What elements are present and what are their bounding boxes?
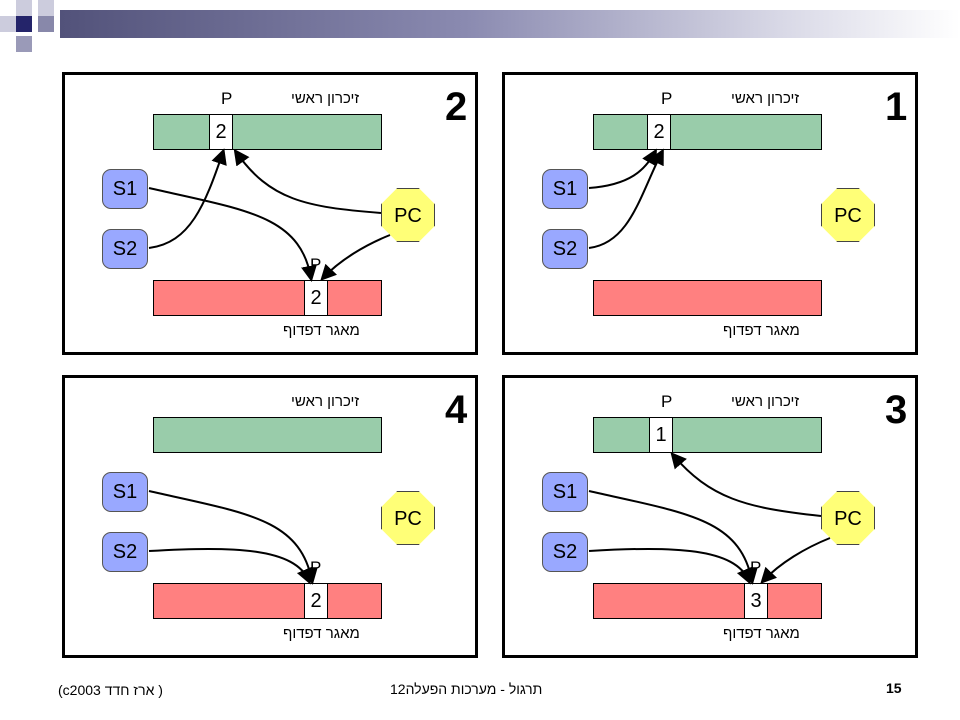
main-memory-bar: 1 bbox=[593, 417, 822, 453]
main-memory-bar: 2 bbox=[593, 114, 822, 150]
pointer-arrows bbox=[148, 490, 318, 585]
arrow-pc-to-swap bbox=[320, 234, 391, 281]
page-pointer-label: P bbox=[661, 89, 673, 108]
pointer-arrows bbox=[588, 451, 831, 585]
arrow-s2-to-swap bbox=[148, 547, 312, 585]
pc-register: PC bbox=[821, 491, 875, 545]
slide-footer-title: 12תרגול - מערכות הפעלה bbox=[390, 681, 543, 697]
main-memory-label: זיכרון ראשי bbox=[731, 90, 800, 107]
arrow-pc-to-memory bbox=[233, 148, 382, 214]
memory-page-slot: 1 bbox=[649, 417, 673, 453]
main-memory-label: זיכרון ראשי bbox=[291, 90, 360, 107]
swap-pool-label: מאגר דפדוף bbox=[723, 625, 800, 642]
panel-4: 4 זיכרון ראשי S1 S2 PC P 2 מאגר דפדוף bbox=[62, 375, 478, 658]
s1-register: S1 bbox=[102, 169, 148, 209]
pc-register: PC bbox=[381, 188, 435, 242]
swap-pointer-label: P bbox=[310, 558, 322, 577]
s2-register: S2 bbox=[542, 229, 588, 269]
main-memory-label: זיכרון ראשי bbox=[291, 393, 360, 410]
swap-pointer-label: P bbox=[750, 558, 762, 577]
s2-register: S2 bbox=[102, 229, 148, 269]
main-memory-bar: 2 bbox=[153, 114, 382, 150]
panel-number: 3 bbox=[885, 388, 908, 432]
arrow-s2-to-memory bbox=[148, 148, 227, 249]
arrow-s1-to-swap bbox=[588, 490, 758, 585]
s1-register: S1 bbox=[542, 472, 588, 512]
s2-register: S2 bbox=[542, 532, 588, 572]
arrow-s1-to-swap bbox=[148, 187, 317, 282]
swap-page-slot: 3 bbox=[744, 583, 768, 619]
arrow-s1-to-swap bbox=[148, 490, 318, 585]
swap-pool-label: מאגר דפדוף bbox=[283, 625, 360, 642]
arrow-s1-to-memory bbox=[588, 148, 657, 189]
page-pointer-label: P bbox=[221, 89, 233, 108]
main-memory-label: זיכרון ראשי bbox=[731, 393, 800, 410]
corner-decoration bbox=[0, 0, 60, 60]
panel-2: 2 זיכרון ראשי P 2 S1 S2 PC P 2 מאגר דפדו… bbox=[62, 72, 478, 355]
memory-page-slot: 2 bbox=[209, 114, 233, 150]
panel-number: 2 bbox=[445, 85, 468, 129]
swap-pool-bar: 3 bbox=[593, 583, 822, 619]
swap-pool-bar: 2 bbox=[153, 280, 382, 316]
pc-register: PC bbox=[821, 188, 875, 242]
swap-pool-bar bbox=[593, 280, 822, 316]
pointer-arrows bbox=[588, 148, 664, 249]
s1-register: S1 bbox=[102, 472, 148, 512]
pc-register: PC bbox=[381, 491, 435, 545]
panel-3: 3 זיכרון ראשי P 1 S1 S2 PC P 3 מאגר דפדו… bbox=[502, 375, 918, 658]
page-pointer-label: P bbox=[661, 392, 673, 411]
title-bar-gradient bbox=[60, 10, 960, 38]
swap-page-slot: 2 bbox=[304, 583, 328, 619]
arrow-s2-to-memory bbox=[588, 148, 664, 249]
arrow-pc-to-swap bbox=[760, 537, 831, 584]
copyright-text: (c2003 ארז חדד ) bbox=[58, 682, 163, 698]
arrow-s2-to-swap bbox=[588, 547, 752, 585]
panel-number: 1 bbox=[885, 85, 908, 129]
main-memory-bar bbox=[153, 417, 382, 453]
swap-pool-bar: 2 bbox=[153, 583, 382, 619]
panel-1: 1 זיכרון ראשי P 2 S1 S2 PC מאגר דפדוף bbox=[502, 72, 918, 355]
pointer-arrows bbox=[148, 148, 391, 282]
slide-number: 15 bbox=[886, 680, 902, 696]
panel-number: 4 bbox=[445, 388, 468, 432]
swap-pool-label: מאגר דפדוף bbox=[723, 322, 800, 339]
swap-pool-label: מאגר דפדוף bbox=[283, 322, 360, 339]
s1-register: S1 bbox=[542, 169, 588, 209]
swap-page-slot: 2 bbox=[304, 280, 328, 316]
s2-register: S2 bbox=[102, 532, 148, 572]
arrow-pc-to-memory bbox=[670, 451, 822, 517]
swap-pointer-label: P bbox=[310, 255, 322, 274]
memory-page-slot: 2 bbox=[647, 114, 671, 150]
